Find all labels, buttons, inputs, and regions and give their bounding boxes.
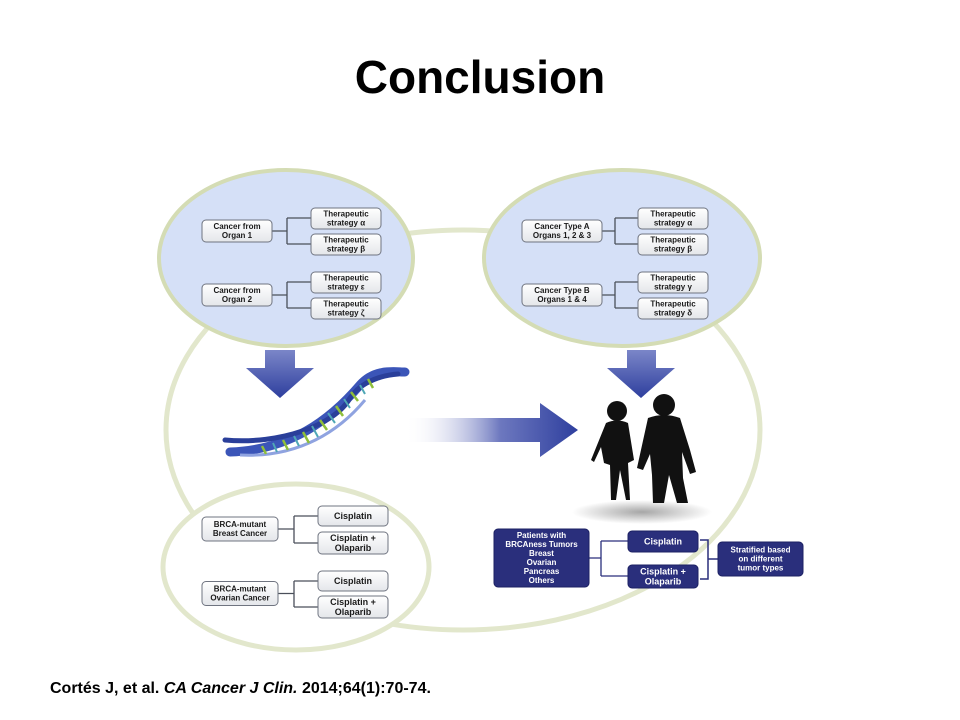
brca-source-box-2-text: BRCA-mutant xyxy=(214,585,267,594)
treatment-box-cisplatin-text: Cisplatin xyxy=(334,511,372,521)
navy-treatment-cisplatin-olaparib-text: Cisplatin + xyxy=(640,567,686,577)
strategy-box-text: Therapeutic xyxy=(650,236,696,245)
connector-bracket xyxy=(602,281,638,309)
strategy-box-text: Therapeutic xyxy=(650,300,696,309)
circle-top-right xyxy=(482,168,762,348)
strategy-box-text: Therapeutic xyxy=(323,210,369,219)
navy-treatment-cisplatin: Cisplatin xyxy=(627,530,699,553)
right-arrow xyxy=(405,403,578,457)
source-box-cancer-type-2-text: Organs 1 & 4 xyxy=(537,295,587,304)
source-box-organ-1-text: Organ 1 xyxy=(222,231,253,240)
source-box-cancer-type-2-text: Cancer Type B xyxy=(534,286,590,295)
brcaness-patients-box-text: Pancreas xyxy=(524,567,560,576)
strategy-box-text: strategy β xyxy=(327,245,365,254)
strategy-box-text: strategy ζ xyxy=(327,309,364,318)
strategy-box-text: strategy β xyxy=(654,245,692,254)
treatment-box-cisplatin-olaparib-text: Cisplatin + xyxy=(330,533,376,543)
treatment-box-cisplatin-olaparib-text: Olaparib xyxy=(335,543,372,553)
stratified-note-box-text: Stratified based xyxy=(730,546,790,555)
citation-journal: CA Cancer J Clin. xyxy=(163,680,298,697)
treatment-box-cisplatin-text: Cisplatin xyxy=(334,576,372,586)
citation: Cortés J, et al. CA Cancer J Clin. 2014;… xyxy=(50,680,431,698)
treatment-box-cisplatin-olaparib: Cisplatin +Olaparib xyxy=(317,595,389,619)
dna-helix-icon xyxy=(222,367,410,457)
brca-source-box-1-text: BRCA-mutant xyxy=(214,520,267,529)
citation-authors: Cortés J, et al. xyxy=(50,680,164,697)
strategy-box-text: Therapeutic xyxy=(323,274,369,283)
brcaness-patients-box-text: Breast xyxy=(529,549,554,558)
connector-bracket xyxy=(272,217,311,245)
navy-treatment-cisplatin-olaparib-text: Olaparib xyxy=(645,577,682,587)
connector-bracket xyxy=(272,281,311,309)
down-arrow-right xyxy=(607,350,675,398)
people-silhouette-icon xyxy=(572,394,712,524)
connector-bracket xyxy=(278,515,318,544)
circle-top-left xyxy=(157,168,415,348)
circle-bottom-left xyxy=(160,481,432,653)
strategy-box-text: Therapeutic xyxy=(650,274,696,283)
connector-bracket xyxy=(602,217,638,245)
treatment-box-cisplatin: Cisplatin xyxy=(317,505,389,527)
down-arrow-left xyxy=(246,350,314,398)
treatment-box-cisplatin: Cisplatin xyxy=(317,570,389,592)
citation-details: 2014;64(1):70-74. xyxy=(297,680,431,697)
strategy-box-text: strategy α xyxy=(327,219,365,228)
connector-bracket xyxy=(278,580,318,608)
treatment-box-cisplatin-olaparib: Cisplatin +Olaparib xyxy=(317,531,389,555)
navy-treatment-cisplatin-text: Cisplatin xyxy=(644,537,682,547)
stratified-note-box-text: tumor types xyxy=(738,564,784,573)
connector-bracket xyxy=(589,540,628,577)
stratified-note-box-text: on different xyxy=(739,555,783,564)
strategy-box-text: Therapeutic xyxy=(323,300,369,309)
note-bracket xyxy=(700,539,718,580)
source-box-organ-1-text: Cancer from xyxy=(213,222,260,231)
source-box-cancer-type-1-text: Cancer Type A xyxy=(534,222,589,231)
brca-source-box-2-text: Ovarian Cancer xyxy=(210,594,269,603)
source-box-cancer-type-1-text: Organs 1, 2 & 3 xyxy=(533,231,592,240)
strategy-box-text: strategy α xyxy=(654,219,692,228)
treatment-box-cisplatin-olaparib-text: Cisplatin + xyxy=(330,597,376,607)
strategy-box-text: Therapeutic xyxy=(323,236,369,245)
connector-lines xyxy=(272,217,718,608)
source-box-organ-2-text: Organ 2 xyxy=(222,295,253,304)
brcaness-patients-box-text: Others xyxy=(529,576,555,585)
strategy-box-text: strategy δ xyxy=(654,309,692,318)
strategy-box-text: Therapeutic xyxy=(650,210,696,219)
slide-title: Conclusion xyxy=(354,51,606,103)
navy-treatment-cisplatin-olaparib: Cisplatin +Olaparib xyxy=(627,564,699,589)
brca-source-box-1-text: Breast Cancer xyxy=(213,529,267,538)
strategy-box-text: strategy γ xyxy=(654,283,692,292)
treatment-box-cisplatin-olaparib-text: Olaparib xyxy=(335,607,372,617)
brcaness-patients-box-text: BRCAness Tumors xyxy=(505,540,578,549)
source-box-organ-2-text: Cancer from xyxy=(213,286,260,295)
strategy-box-text: strategy ε xyxy=(327,283,364,292)
outer-ring xyxy=(163,227,763,633)
brcaness-patients-box-text: Patients with xyxy=(517,531,566,540)
brcaness-patients-box-text: Ovarian xyxy=(527,558,557,567)
